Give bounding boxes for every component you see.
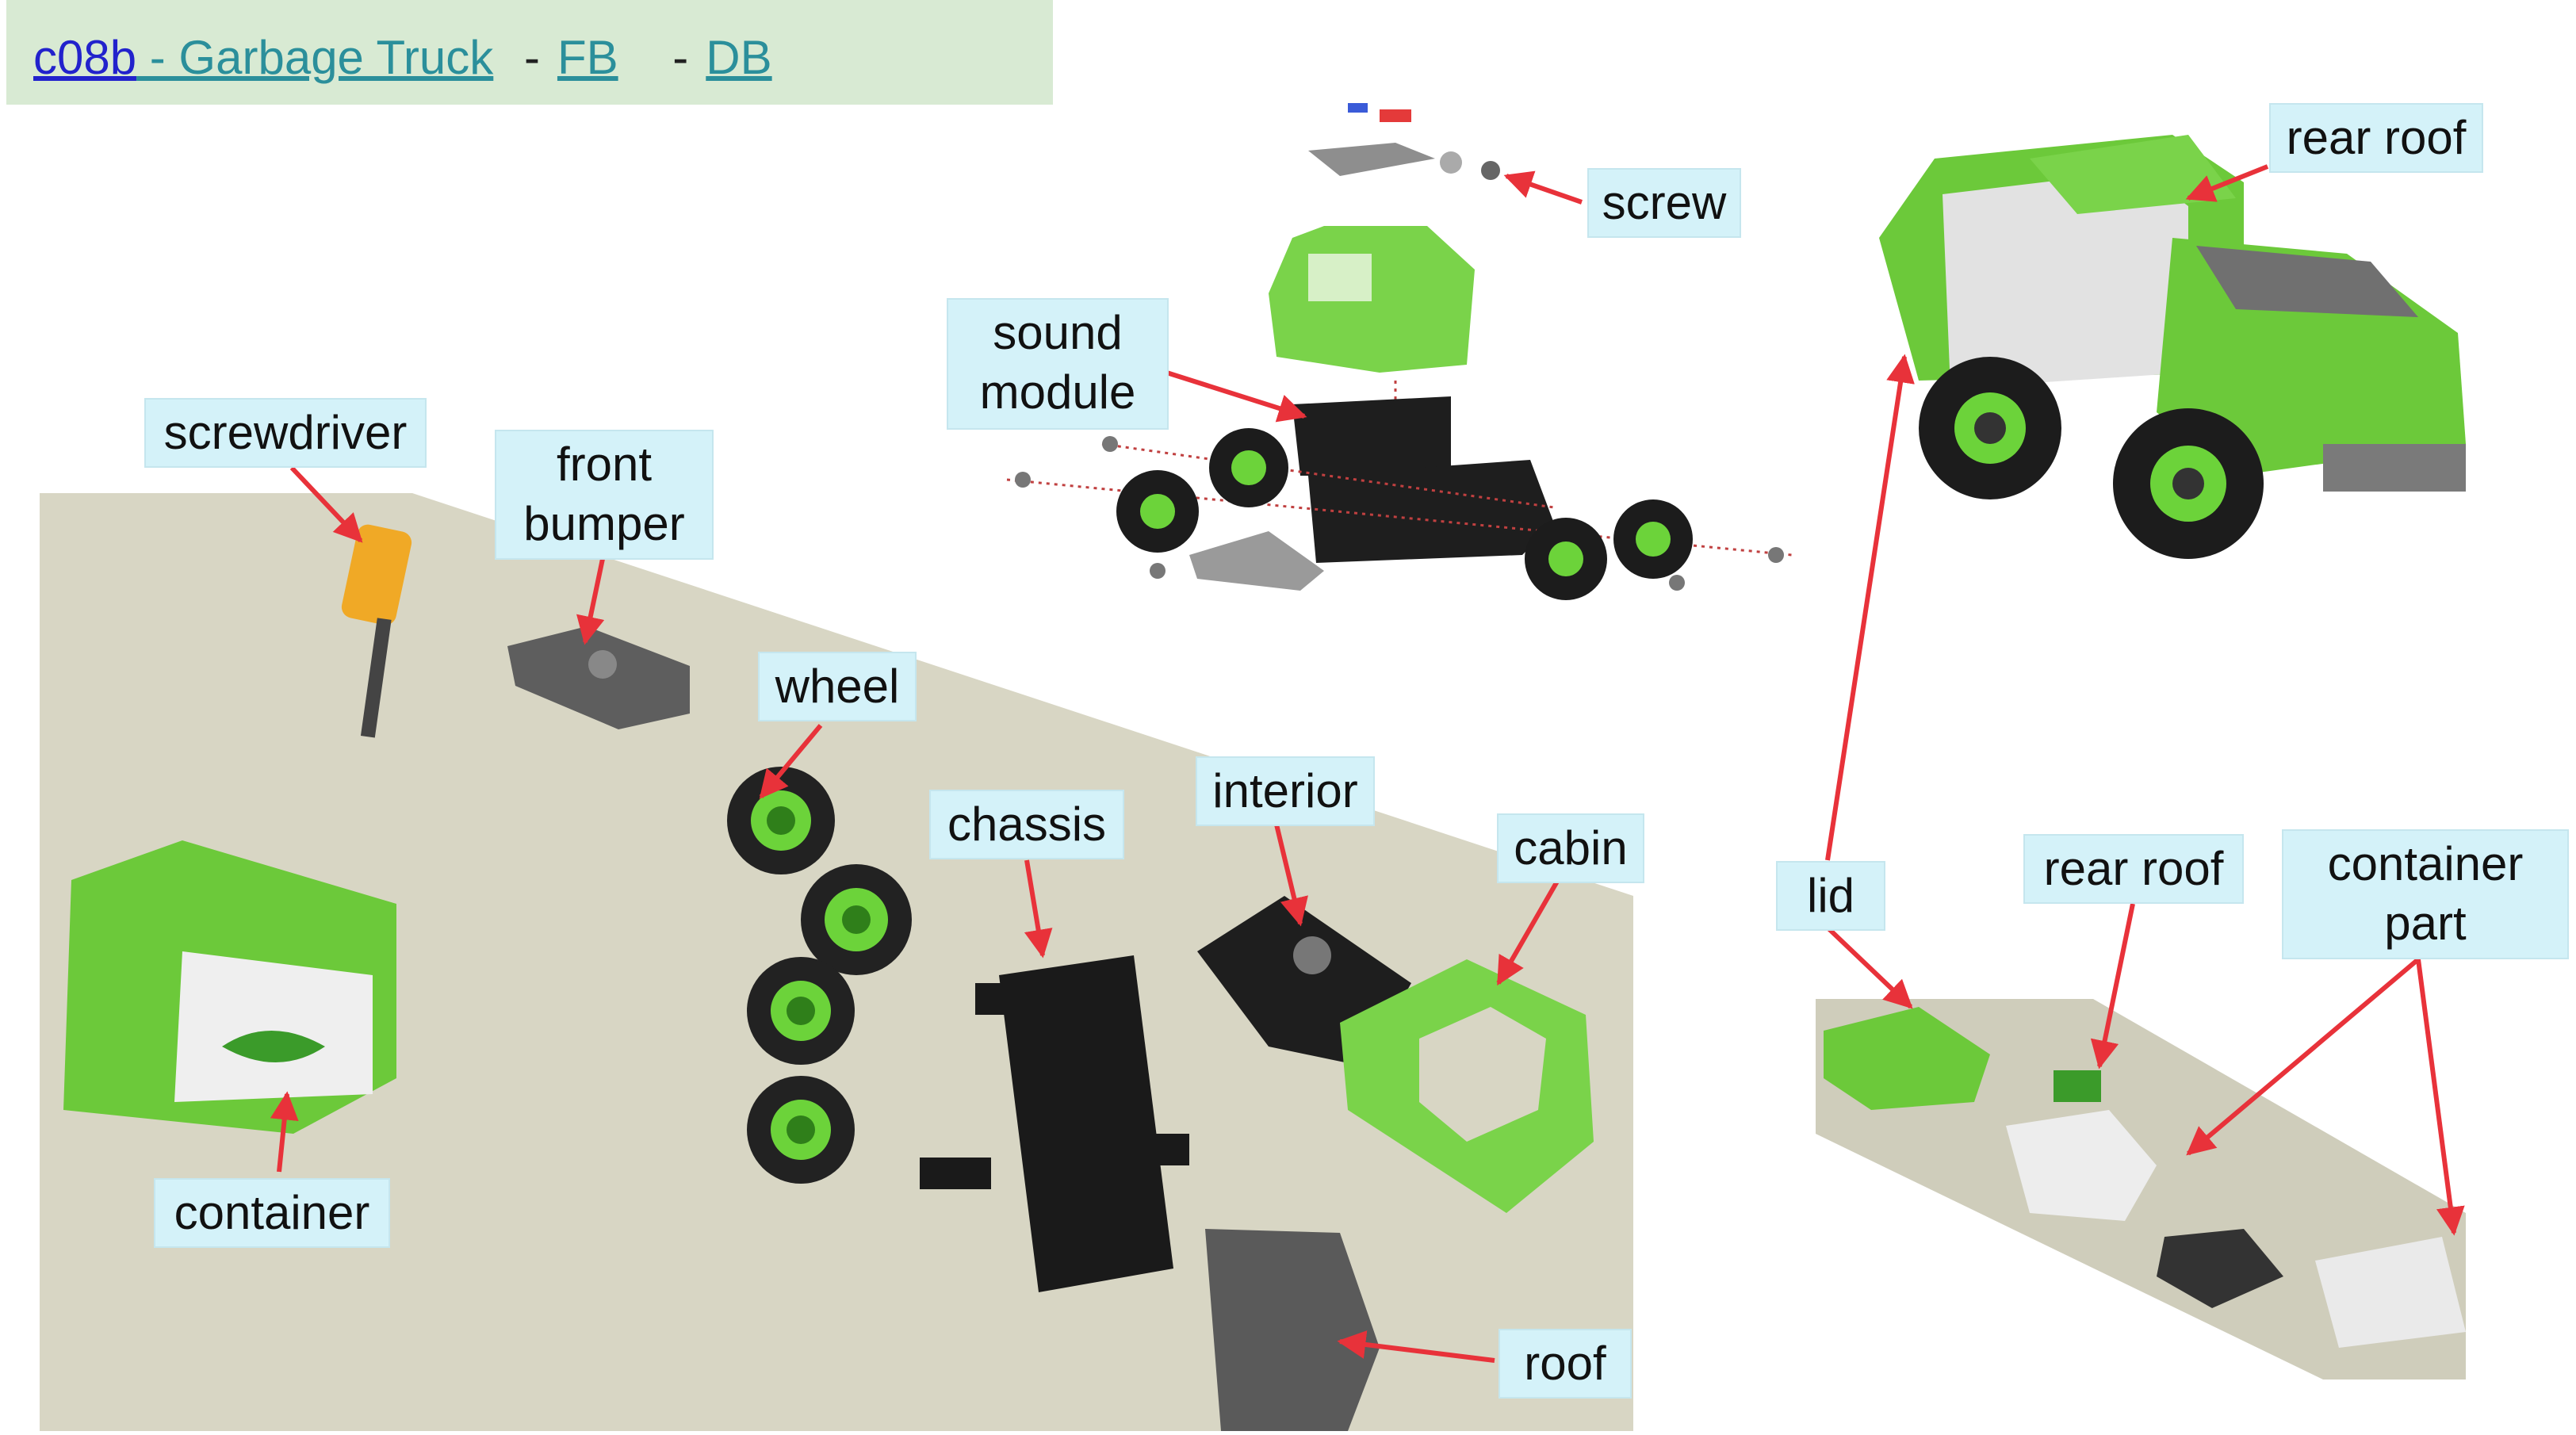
parts-photo-2	[1816, 999, 2466, 1380]
cabin-part	[1340, 959, 1594, 1213]
label-front-bumper: front bumper	[495, 430, 714, 560]
callout-arrows	[270, 164, 2465, 1363]
label-cabin: cabin	[1497, 813, 1644, 883]
label-roof: roof	[1499, 1329, 1632, 1399]
header-bar: c08b - Garbage Truck -FB -DB	[6, 0, 1053, 105]
label-rear-roof-bottom: rear roof	[2023, 834, 2244, 904]
id-link[interactable]: c08b	[33, 31, 137, 84]
fb-link[interactable]: FB	[557, 31, 618, 84]
label-chassis: chassis	[929, 790, 1124, 859]
db-link[interactable]: DB	[706, 31, 772, 84]
label-screw: screw	[1587, 168, 1741, 238]
label-lid: lid	[1776, 861, 1885, 931]
screwdriver-part	[341, 524, 412, 738]
container-part	[63, 840, 396, 1134]
label-container-part: container part	[2282, 829, 2569, 959]
roof-part	[1205, 1229, 1380, 1431]
wheels-part	[727, 767, 912, 1184]
separator: -	[523, 31, 540, 84]
separator: -	[672, 31, 689, 84]
label-screwdriver: screwdriver	[144, 398, 427, 468]
label-sound-module: sound module	[947, 298, 1169, 430]
label-rear-roof-top: rear roof	[2269, 103, 2483, 173]
title-link[interactable]: - Garbage Truck	[136, 31, 494, 84]
front-bumper-part	[507, 626, 690, 729]
table-photo	[40, 493, 1633, 1431]
label-interior: interior	[1196, 756, 1375, 826]
label-wheel: wheel	[758, 652, 917, 721]
label-container: container	[154, 1178, 390, 1248]
exploded-diagram	[1006, 103, 1793, 600]
assembled-truck	[1879, 135, 2466, 559]
chassis-part	[920, 955, 1189, 1292]
